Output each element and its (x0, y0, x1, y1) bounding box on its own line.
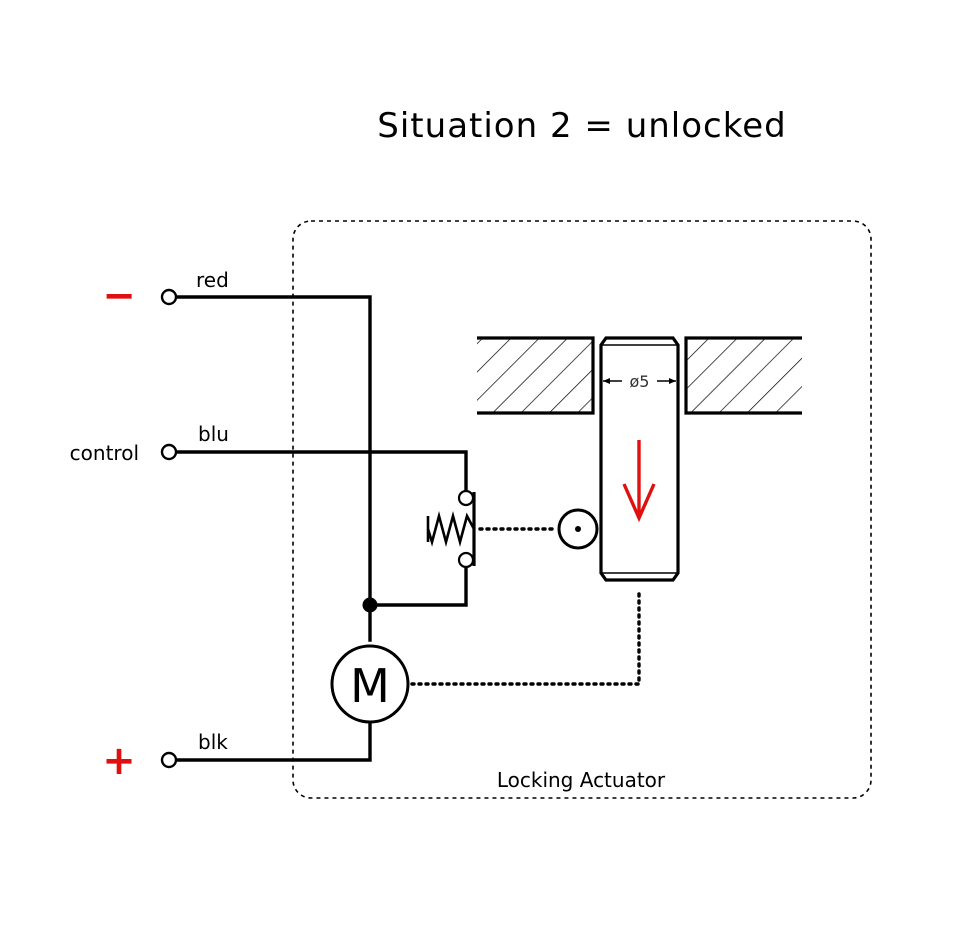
limit-switch (426, 489, 476, 569)
red-wire (175, 295, 372, 642)
terminal-blk (160, 751, 178, 769)
arrow-down-icon (622, 440, 656, 523)
pin-diameter-dimension: ø5 (603, 372, 676, 391)
wire-label-red: red (196, 268, 229, 292)
diagram-title: Situation 2 = unlocked (377, 106, 786, 146)
switch-contact-top (457, 489, 475, 507)
terminal-control (160, 443, 178, 461)
switch-return-wire (368, 566, 468, 607)
terminal-red (160, 288, 178, 306)
minus-sign: − (102, 273, 136, 319)
control-terminal-label: control (70, 441, 139, 465)
wire-label-blu: blu (198, 422, 229, 446)
actuator-enclosure (292, 220, 872, 799)
fixed-plate-left (477, 336, 595, 415)
enclosure-label: Locking Actuator (497, 768, 666, 792)
blk-wire (175, 720, 372, 762)
spring-icon (426, 510, 476, 548)
blu-wire (175, 450, 468, 492)
wire-label-blk: blk (198, 730, 228, 754)
junction-dot (362, 597, 378, 613)
motor: M (330, 644, 410, 724)
cam-center (575, 526, 581, 532)
fixed-plate-right (684, 336, 802, 415)
wiring (175, 295, 468, 762)
motor-link (410, 588, 641, 686)
plus-sign: + (102, 738, 136, 784)
diameter-label: ø5 (630, 372, 650, 391)
switch-contact-bottom (457, 551, 475, 569)
motor-label: M (350, 659, 390, 713)
motor-icon (330, 644, 410, 724)
